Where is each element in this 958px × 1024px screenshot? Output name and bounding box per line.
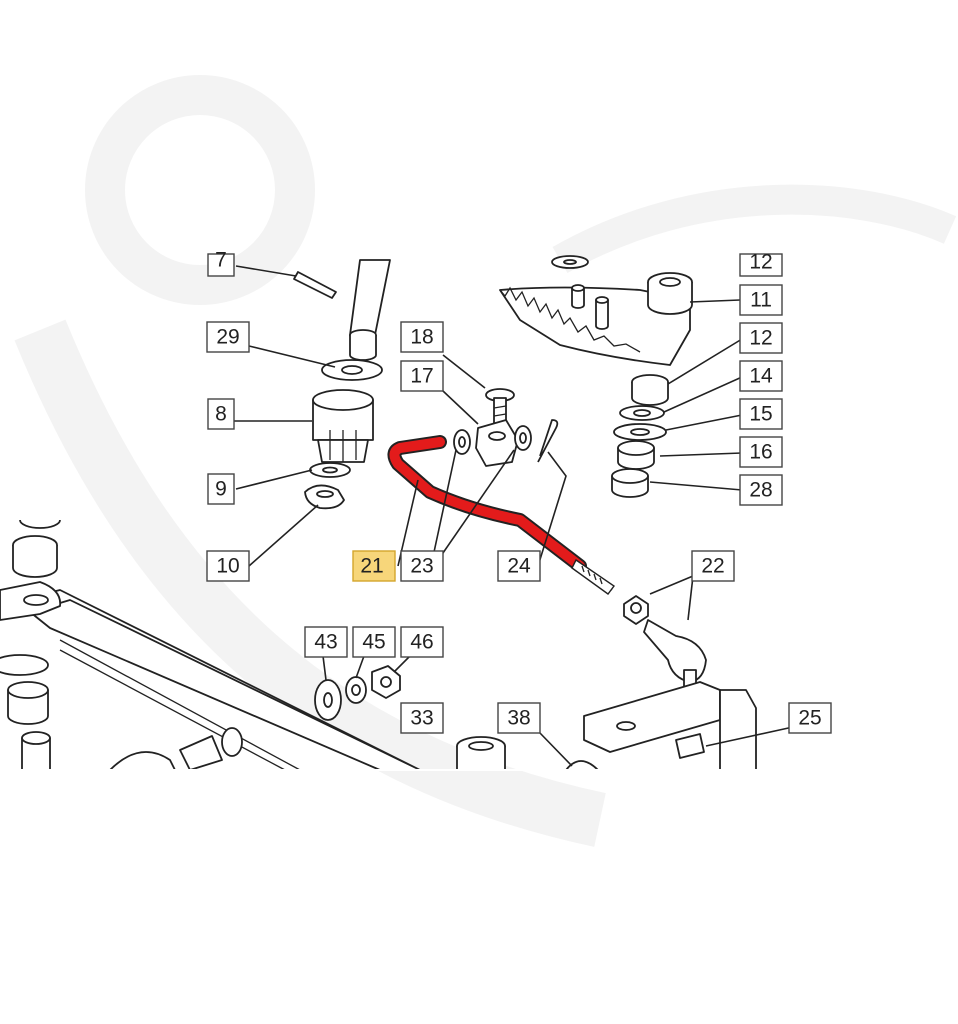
callout-24: 24 — [497, 550, 541, 582]
callout-38: 38 — [497, 702, 541, 734]
callout-15: 15 — [739, 398, 783, 430]
callout-22: 22 — [691, 550, 735, 582]
callout-45: 45 — [352, 626, 396, 658]
callout-21: 21 — [352, 550, 396, 582]
callout-16: 16 — [739, 436, 783, 468]
callout-7: 7 — [207, 249, 235, 277]
pin-7 — [293, 271, 337, 299]
callout-label: 29 — [216, 326, 239, 349]
callout-label: 24 — [507, 555, 531, 578]
callout-14: 14 — [739, 360, 783, 392]
pivot-block-17 — [475, 419, 519, 467]
clip-10 — [304, 484, 345, 510]
callout-label: 8 — [215, 403, 227, 426]
callout-label: 43 — [314, 631, 337, 654]
callout-33: 33 — [400, 702, 444, 734]
pinion-gear-8 — [312, 389, 374, 463]
washers-23 — [453, 425, 532, 455]
callout-8: 8 — [207, 398, 235, 430]
washer-43 — [314, 679, 342, 721]
callout-label: 15 — [749, 403, 772, 426]
left-bushing — [0, 519, 61, 771]
callout-label: 38 — [507, 707, 530, 730]
sector-gear-11 — [499, 255, 693, 366]
callout-29: 29 — [206, 321, 250, 353]
callout-label: 33 — [410, 707, 433, 730]
right-stack — [611, 374, 669, 498]
ball-joint-22 — [623, 595, 707, 691]
callout-46: 46 — [400, 626, 444, 658]
bushing-33 — [456, 736, 506, 771]
callout-label: 10 — [216, 555, 239, 578]
callout-label: 46 — [410, 631, 433, 654]
callout-label-highlighted: 21 — [360, 555, 383, 578]
callout-label: 18 — [410, 326, 433, 349]
callout-label: 22 — [701, 555, 724, 578]
callout-label: 23 — [410, 555, 433, 578]
callout-18: 18 — [400, 321, 444, 353]
callout-label: 11 — [750, 289, 772, 312]
callout-label: 45 — [362, 631, 385, 654]
bracket-25 — [583, 681, 757, 771]
callout-label: 28 — [749, 479, 772, 502]
callout-9: 9 — [207, 473, 235, 505]
callout-17: 17 — [400, 360, 444, 392]
callout-25: 25 — [788, 702, 832, 734]
callout-label: 7 — [215, 249, 227, 272]
cotter-pin-24 — [537, 419, 559, 463]
callout-label: 12 — [749, 327, 772, 350]
washer-9 — [309, 462, 351, 478]
nut-46 — [371, 665, 401, 699]
callout-label: 9 — [215, 478, 227, 501]
callout-28: 28 — [739, 474, 783, 506]
callout-12-top: 12 — [739, 251, 783, 277]
watermark-gear-icon — [14, 75, 957, 847]
callout-label: 14 — [749, 365, 773, 388]
frame-bar — [0, 581, 421, 771]
steering-shaft — [349, 259, 391, 361]
callout-23: 23 — [400, 550, 444, 582]
callout-10: 10 — [206, 550, 250, 582]
callout-label: 25 — [798, 707, 821, 730]
callout-label: 16 — [749, 441, 772, 464]
drag-link-rod-21 — [387, 435, 615, 595]
callout-11: 11 — [739, 284, 783, 316]
callout-label: 17 — [410, 365, 433, 388]
lower-left-parts — [109, 727, 243, 771]
washer-45 — [345, 676, 367, 704]
callout-12: 12 — [739, 322, 783, 354]
callout-label: 12 — [749, 251, 772, 274]
callout-43: 43 — [304, 626, 348, 658]
washer-29 — [321, 359, 383, 381]
